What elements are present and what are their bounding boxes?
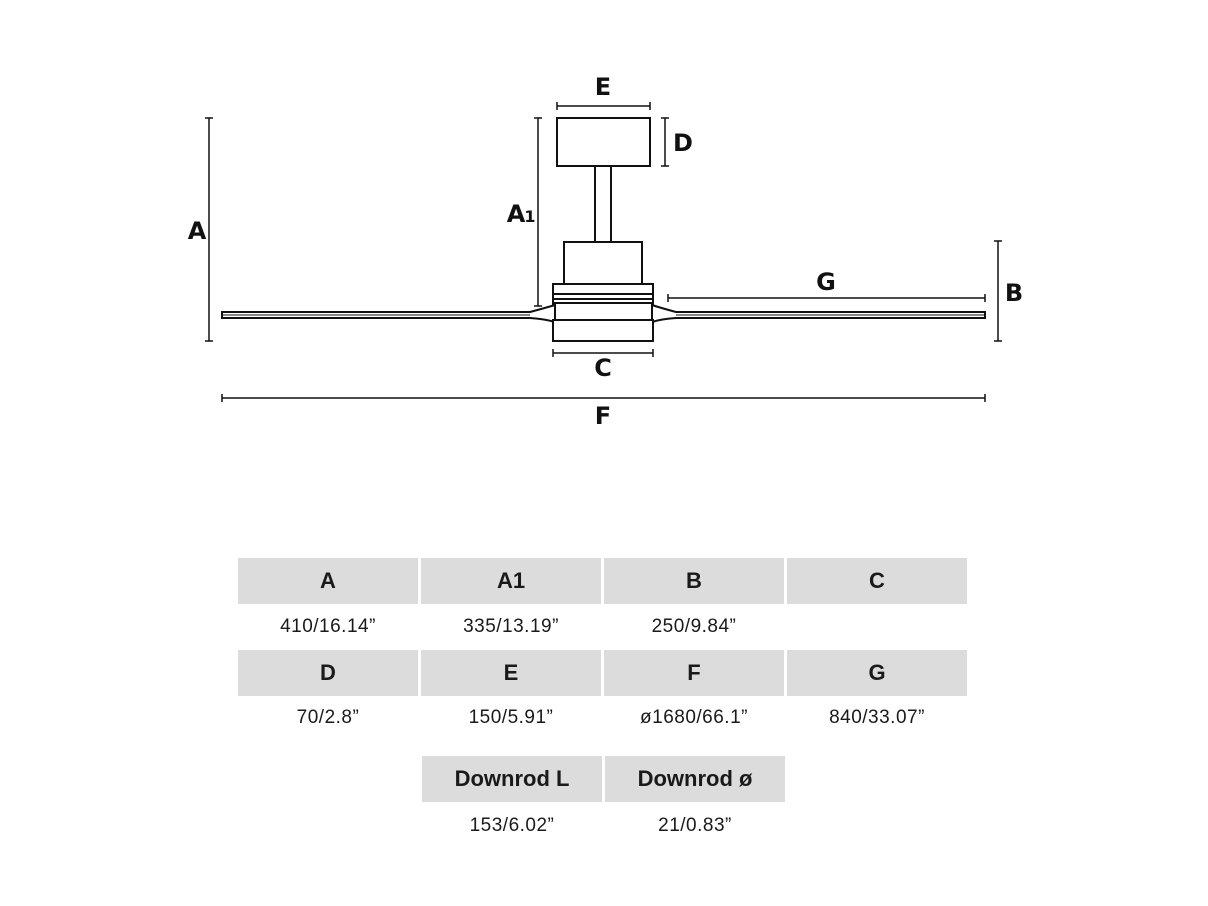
value-downrod-diameter: 21/0.83” <box>658 815 732 836</box>
motor-ring <box>552 283 654 295</box>
header-g: G <box>787 650 967 696</box>
header-c: C <box>787 558 967 604</box>
downrod <box>594 165 612 243</box>
header-d: D <box>238 650 418 696</box>
header-b: B <box>604 558 784 604</box>
value-downrod-length: 153/6.02” <box>469 815 555 836</box>
dim-label-f: F <box>595 402 611 430</box>
value-e: 150/5.91” <box>468 707 554 728</box>
fan-dimension-diagram: A A 1 E D G B C F <box>188 73 1023 430</box>
header-e: E <box>421 650 601 696</box>
header-f: F <box>604 650 784 696</box>
header-downrod-length: Downrod L <box>422 756 602 802</box>
blade-right <box>651 303 986 324</box>
dim-label-a: A <box>188 217 207 245</box>
blade-left <box>221 303 556 324</box>
value-a: 410/16.14” <box>280 616 376 637</box>
dim-label-a1-sub: 1 <box>524 207 535 226</box>
value-b: 250/9.84” <box>651 616 737 637</box>
header-downrod-diameter: Downrod ø <box>605 756 785 802</box>
dim-label-g: G <box>816 268 836 296</box>
dim-label-e: E <box>595 73 611 101</box>
dim-label-b: B <box>1005 279 1023 307</box>
motor-housing-upper <box>563 241 643 285</box>
dim-label-d: D <box>673 129 693 157</box>
dim-label-c: C <box>594 354 612 382</box>
value-d: 70/2.8” <box>296 707 360 728</box>
value-c <box>787 607 967 647</box>
value-g: 840/33.07” <box>829 707 925 728</box>
header-a: A <box>238 558 418 604</box>
value-f: ø1680/66.1” <box>640 707 748 728</box>
dim-label-a1: A <box>507 200 526 228</box>
header-a1: A1 <box>421 558 601 604</box>
motor-housing-lower <box>552 319 654 342</box>
canopy <box>556 117 651 167</box>
value-a1: 335/13.19” <box>463 616 559 637</box>
